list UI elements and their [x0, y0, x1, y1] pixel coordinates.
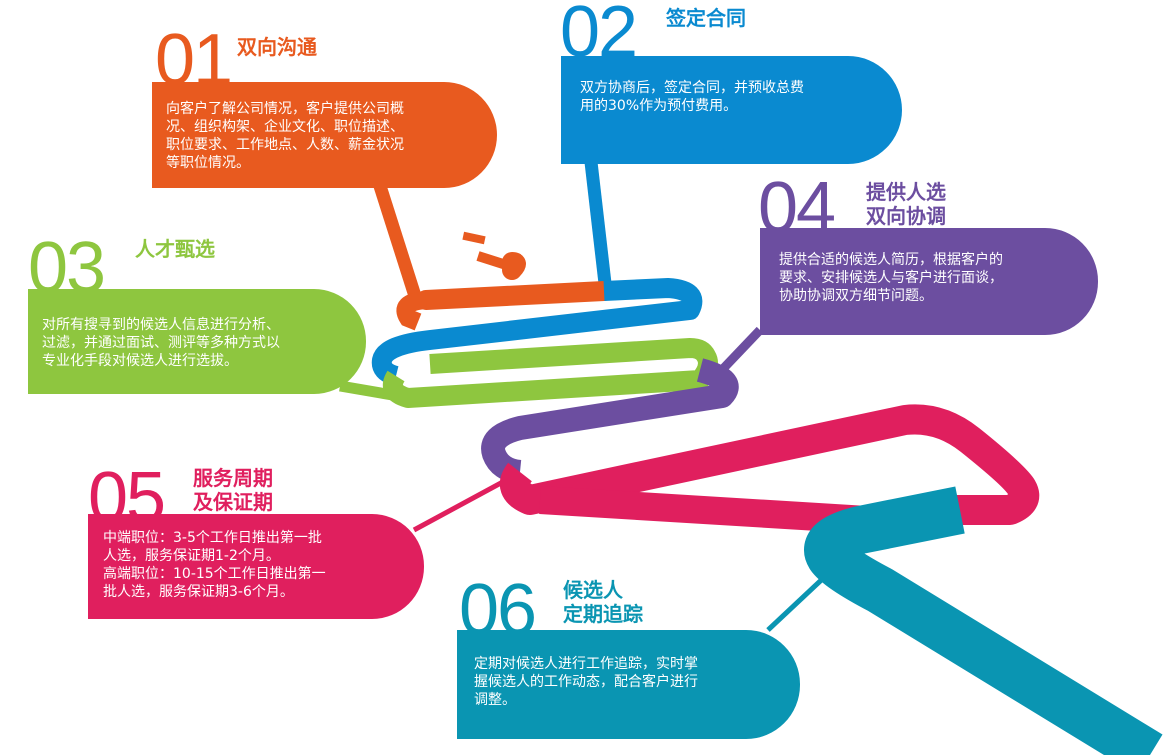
step-title-04-line: 提供人选	[866, 180, 946, 204]
connector-04	[716, 326, 764, 376]
step-body-02-line: 用的30%作为预付费用。	[580, 98, 738, 114]
step-body-01-line: 职位要求、工作地点、人数、薪金状况	[166, 137, 404, 153]
connector-05	[412, 474, 514, 533]
ribbon-green	[383, 338, 718, 408]
ribbon-teal	[804, 486, 1163, 755]
step-body-06-line: 调整。	[474, 692, 516, 708]
step-body-02-line: 双方协商后，签定合同，并预收总费	[580, 80, 804, 96]
step-card-01: 向客户了解公司情况，客户提供公司概 况、组织构架、企业文化、职位描述、 职位要求…	[152, 82, 497, 188]
step-body-05-line: 中端职位：3-5个工作日推出第一批	[103, 530, 322, 546]
step-title-05: 服务周期 及保证期	[193, 466, 273, 514]
step-title-05-line: 服务周期	[193, 466, 273, 490]
step-title-02-line: 签定合同	[666, 6, 746, 30]
step-body-06-line: 定期对候选人进行工作追踪，实时掌	[474, 656, 698, 672]
step-body-01-line: 向客户了解公司情况，客户提供公司概	[166, 101, 404, 117]
step-card-04: 提供合适的候选人简历，根据客户的 要求、安排候选人与客户进行面谈， 协助协调双方…	[760, 228, 1098, 335]
step-card-02: 双方协商后，签定合同，并预收总费 用的30%作为预付费用。	[561, 56, 902, 164]
ribbon-purple	[481, 358, 739, 484]
step-body-04-line: 要求、安排候选人与客户进行面谈，	[779, 270, 1003, 286]
step-title-06: 候选人 定期追踪	[563, 578, 643, 626]
ribbon-blue	[371, 278, 703, 386]
connector-01	[373, 184, 422, 298]
step-title-02: 签定合同	[666, 6, 746, 30]
step-body-03-line: 过滤，并通过面试、测评等多种方式以	[42, 335, 280, 351]
step-card-03: 对所有搜寻到的候选人信息进行分析、 过滤，并通过面试、测评等多种方式以 专业化手…	[28, 289, 366, 394]
step-title-05-line: 及保证期	[193, 490, 273, 514]
step-title-04-line: 双向协调	[866, 204, 946, 228]
step-title-03-line: 人才甄选	[135, 237, 215, 261]
step-title-01-line: 双向沟通	[237, 35, 317, 59]
step-body-03-line: 对所有搜寻到的候选人信息进行分析、	[42, 317, 280, 333]
step-title-04: 提供人选 双向协调	[866, 180, 946, 228]
step-title-06-line: 候选人	[563, 578, 623, 602]
step-body-03-line: 专业化手段对候选人进行选拔。	[42, 353, 238, 369]
ribbon-magenta	[499, 404, 1040, 525]
step-card-06: 定期对候选人进行工作追踪，实时掌 握候选人的工作动态，配合客户进行 调整。	[457, 630, 800, 739]
step-body-05-line: 人选，服务保证期1-2个月。	[103, 548, 280, 564]
step-body-04-line: 提供合适的候选人简历，根据客户的	[779, 252, 1003, 268]
step-body-06-line: 握候选人的工作动态，配合客户进行	[474, 674, 698, 690]
step-title-06-line: 定期追踪	[563, 602, 643, 626]
step-body-05-line: 批人选，服务保证期3-6个月。	[103, 584, 294, 600]
step-body-04-line: 协助协调双方细节问题。	[779, 288, 933, 304]
connector-02	[584, 161, 613, 293]
step-body-01-line: 况、组织构架、企业文化、职位描述、	[166, 119, 404, 135]
ribbon-orange	[416, 252, 614, 310]
orange-dash-top	[462, 231, 486, 245]
step-body-01-line: 等职位情况。	[166, 155, 250, 171]
step-title-03: 人才甄选	[135, 237, 215, 261]
step-body-05-line: 高端职位：10-15个工作日推出第一	[103, 566, 326, 582]
step-card-05: 中端职位：3-5个工作日推出第一批 人选，服务保证期1-2个月。 高端职位：10…	[88, 514, 424, 619]
step-title-01: 双向沟通	[237, 35, 317, 59]
